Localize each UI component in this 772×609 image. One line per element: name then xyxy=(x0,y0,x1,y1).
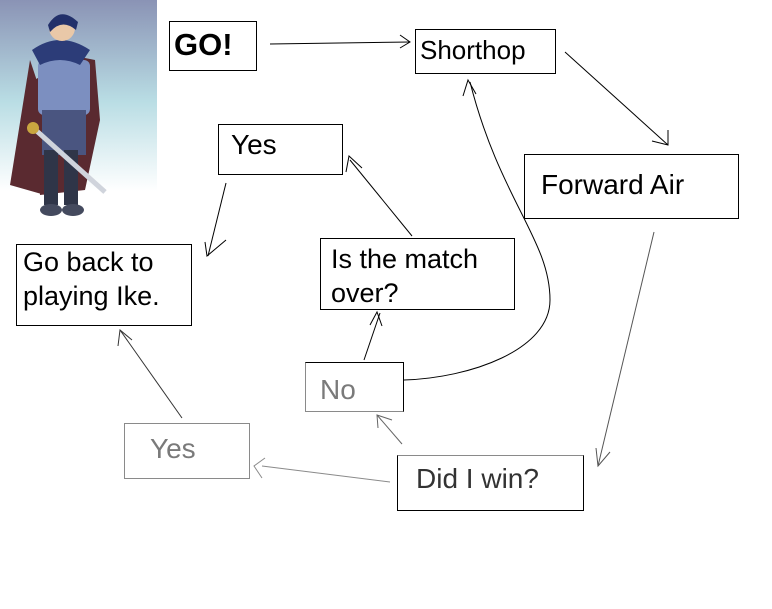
arrow-no-to-shorthop-loop xyxy=(403,78,551,381)
match-over-box: Is the match over? xyxy=(320,238,515,310)
character-image xyxy=(0,0,157,225)
forward-air-box: Forward Air xyxy=(524,154,739,219)
shorthop-box: Shorthop xyxy=(415,29,556,74)
arrow-did-i-win-to-no xyxy=(376,414,403,445)
did-i-win-label: Did I win? xyxy=(416,463,539,494)
arrow-no-to-match-over xyxy=(363,310,383,361)
arrow-yes-to-go-back-top xyxy=(204,182,227,257)
arrow-forward-air-to-did-i-win xyxy=(595,231,655,468)
yes-win-box: Yes xyxy=(124,423,250,479)
go-label: GO! xyxy=(174,27,233,62)
yes-over-label: Yes xyxy=(231,129,277,160)
yes-over-box: Yes xyxy=(218,124,343,175)
match-over-label: Is the match over? xyxy=(331,244,479,308)
go-back-box: Go back to playing Ike. xyxy=(16,244,192,326)
no-label: No xyxy=(320,374,356,405)
arrow-did-i-win-to-yes xyxy=(253,457,391,483)
arrow-shorthop-to-forward-air xyxy=(564,51,669,146)
go-box: GO! xyxy=(169,21,257,71)
forward-air-label: Forward Air xyxy=(541,169,685,200)
go-back-label: Go back to playing Ike. xyxy=(23,247,160,311)
did-i-win-box: Did I win? xyxy=(397,455,584,511)
yes-win-label: Yes xyxy=(150,433,196,464)
arrow-go-to-shorthop xyxy=(269,34,411,49)
shorthop-label: Shorthop xyxy=(420,35,526,65)
no-box: No xyxy=(305,362,404,412)
arrow-yes-to-go-back xyxy=(117,329,183,419)
arrow-match-over-to-yes xyxy=(345,155,413,237)
